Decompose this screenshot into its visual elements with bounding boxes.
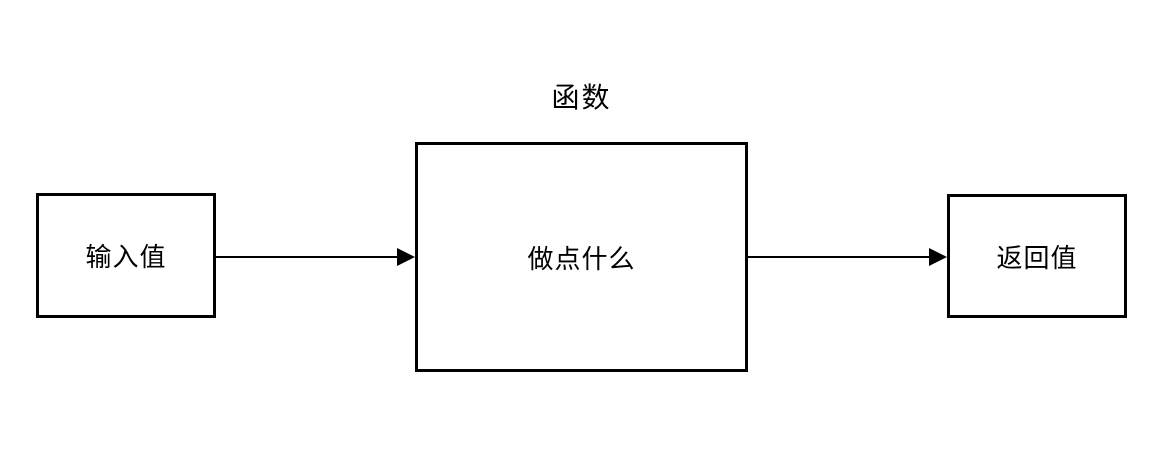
node-input-value: 输入值 (36, 193, 216, 318)
arrow-function-to-return-head-icon (929, 248, 947, 266)
arrow-input-to-function-head-icon (397, 248, 415, 266)
node-function-body-label: 做点什么 (527, 243, 636, 274)
node-input-label: 输入值 (85, 242, 167, 272)
diagram-title: 函数 (551, 82, 612, 113)
arrow-input-to-function-line (216, 256, 399, 258)
node-return-value-label: 返回值 (996, 242, 1078, 273)
node-return-value: 返回值 (947, 194, 1127, 318)
arrow-function-to-return-line (748, 256, 930, 258)
node-function-body: 做点什么 (415, 142, 748, 372)
